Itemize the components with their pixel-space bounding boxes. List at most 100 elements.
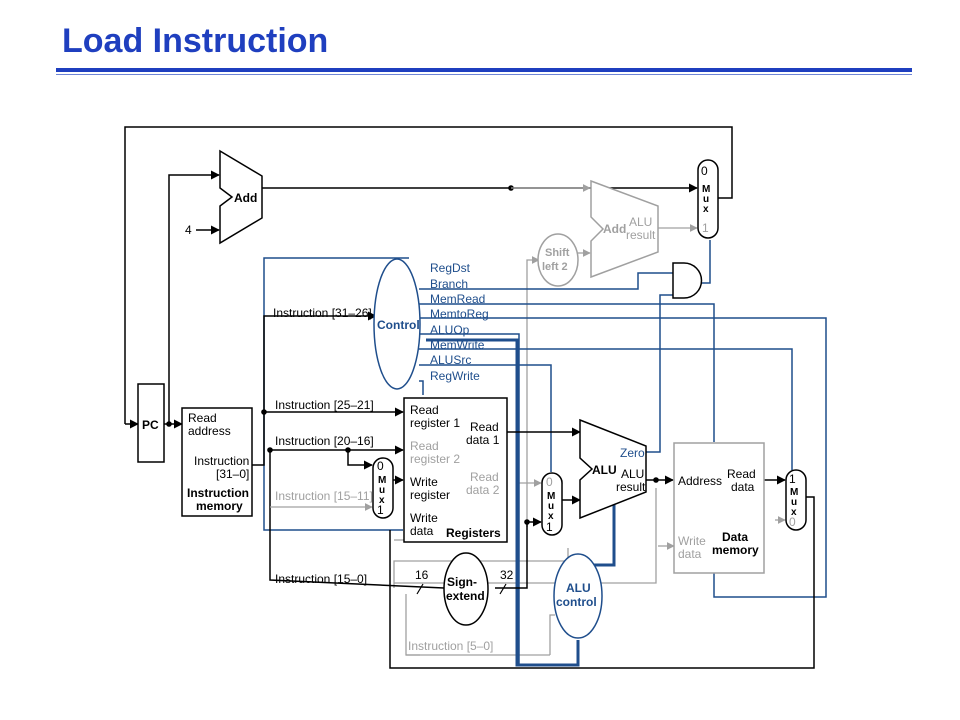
control-unit: Control (373, 258, 421, 390)
svg-text:M: M (378, 475, 386, 486)
constant-four: 4 (185, 223, 192, 237)
svg-text:u: u (548, 501, 554, 512)
svg-text:0: 0 (789, 515, 796, 529)
svg-text:Read: Read (410, 403, 439, 417)
svg-text:ALUOp: ALUOp (430, 323, 470, 337)
svg-text:Instruction [20–16]: Instruction [20–16] (275, 434, 374, 448)
svg-text:x: x (703, 204, 709, 215)
svg-text:Control: Control (377, 318, 420, 332)
svg-text:ALU: ALU (566, 581, 591, 595)
svg-text:0: 0 (701, 164, 708, 178)
aluop-wire-heavy (426, 338, 580, 667)
svg-text:Read: Read (188, 411, 217, 425)
wire-junction (345, 447, 351, 453)
svg-text:Instruction: Instruction (187, 486, 249, 500)
svg-text:ALU: ALU (621, 467, 644, 481)
svg-text:data 1: data 1 (466, 433, 500, 447)
svg-text:Instruction: Instruction (194, 454, 249, 468)
svg-text:16: 16 (415, 568, 429, 582)
instruction-field-labels: Instruction [31–26] Instruction [25–21] … (273, 306, 493, 653)
svg-text:Instruction [5–0]: Instruction [5–0] (408, 639, 493, 653)
svg-text:0: 0 (546, 475, 553, 489)
svg-text:M: M (547, 491, 555, 502)
svg-text:register 2: register 2 (410, 452, 460, 466)
svg-text:RegWrite: RegWrite (430, 369, 480, 383)
svg-text:MemWrite: MemWrite (430, 338, 485, 352)
svg-text:RegDst: RegDst (430, 261, 471, 275)
svg-text:Instruction [31–26]: Instruction [31–26] (273, 306, 372, 320)
svg-text:[31–0]: [31–0] (216, 467, 249, 481)
svg-text:x: x (548, 511, 554, 522)
svg-text:Shift: Shift (545, 247, 570, 259)
svg-text:Instruction [15–11]: Instruction [15–11] (275, 489, 373, 503)
wire-junction (653, 477, 659, 483)
svg-text:ALUSrc: ALUSrc (430, 353, 471, 367)
svg-text:Write: Write (410, 475, 438, 489)
control-signal-labels: RegDst Branch MemRead MemtoReg ALUOp Mem… (430, 261, 489, 383)
wire-junction (166, 421, 172, 427)
svg-text:Add: Add (234, 191, 257, 205)
branch-and-gate (672, 262, 703, 299)
svg-text:data: data (678, 547, 702, 561)
svg-text:Read: Read (410, 439, 439, 453)
active-wires (252, 311, 815, 669)
svg-text:M: M (702, 184, 710, 195)
wire-junction (524, 519, 530, 525)
svg-text:Data: Data (722, 530, 748, 544)
svg-text:1: 1 (702, 221, 709, 235)
pc-adder: Add (219, 149, 263, 245)
slide-title: Load Instruction (62, 22, 329, 60)
svg-text:Registers: Registers (446, 526, 501, 540)
svg-text:data: data (410, 524, 434, 538)
program-counter: PC (137, 383, 165, 463)
svg-text:Add: Add (603, 222, 626, 236)
svg-text:data 2: data 2 (466, 483, 500, 497)
pc-source-mux: 0 M u x 1 (697, 159, 719, 239)
sign-extend: Sign- extend (443, 552, 489, 626)
svg-text:1: 1 (546, 520, 553, 534)
svg-text:x: x (791, 507, 797, 518)
svg-text:register 1: register 1 (410, 416, 460, 430)
svg-text:register: register (410, 488, 450, 502)
svg-text:ALU: ALU (629, 215, 652, 229)
svg-text:Sign-: Sign- (447, 575, 477, 589)
svg-text:result: result (626, 228, 656, 242)
wire-junction (267, 447, 273, 453)
svg-text:PC: PC (142, 418, 159, 432)
alu-control: ALU control (553, 553, 603, 639)
svg-text:extend: extend (446, 589, 485, 603)
title-underline (56, 68, 912, 72)
instruction-memory: Read address Instruction [31–0] Instruct… (181, 407, 253, 517)
svg-text:MemtoReg: MemtoReg (430, 307, 489, 321)
svg-text:u: u (703, 194, 709, 205)
svg-text:Address: Address (678, 474, 722, 488)
svg-text:Instruction [15–0]: Instruction [15–0] (275, 572, 367, 586)
svg-text:ALU: ALU (592, 463, 617, 477)
svg-text:u: u (791, 497, 797, 508)
pc-update-wires (124, 126, 733, 429)
alusrc-mux: 0 M u x 1 (541, 472, 563, 536)
branch-adder: Add ALU result (590, 179, 659, 279)
svg-text:u: u (379, 485, 385, 496)
svg-text:32: 32 (500, 568, 514, 582)
shift-left-2: Shift left 2 (537, 233, 579, 287)
data-memory: Address Read data Write data Data memory (673, 442, 765, 574)
memtoreg-mux: 1 M u x 0 (785, 469, 807, 531)
svg-text:MemRead: MemRead (430, 292, 485, 306)
svg-text:control: control (556, 595, 597, 609)
bus-width-labels: 16 32 (415, 568, 514, 595)
main-alu: ALU Zero ALU result (579, 418, 647, 520)
svg-text:0: 0 (377, 459, 384, 473)
wire-junction (261, 409, 267, 415)
svg-text:Read: Read (727, 467, 756, 481)
title-underline-thin (56, 74, 912, 75)
svg-text:memory: memory (196, 499, 243, 513)
svg-text:Branch: Branch (430, 277, 468, 291)
svg-text:M: M (790, 487, 798, 498)
svg-text:result: result (616, 480, 646, 494)
svg-text:address: address (188, 424, 231, 438)
svg-text:data: data (731, 480, 755, 494)
svg-text:left 2: left 2 (542, 261, 568, 273)
svg-text:1: 1 (789, 472, 796, 486)
